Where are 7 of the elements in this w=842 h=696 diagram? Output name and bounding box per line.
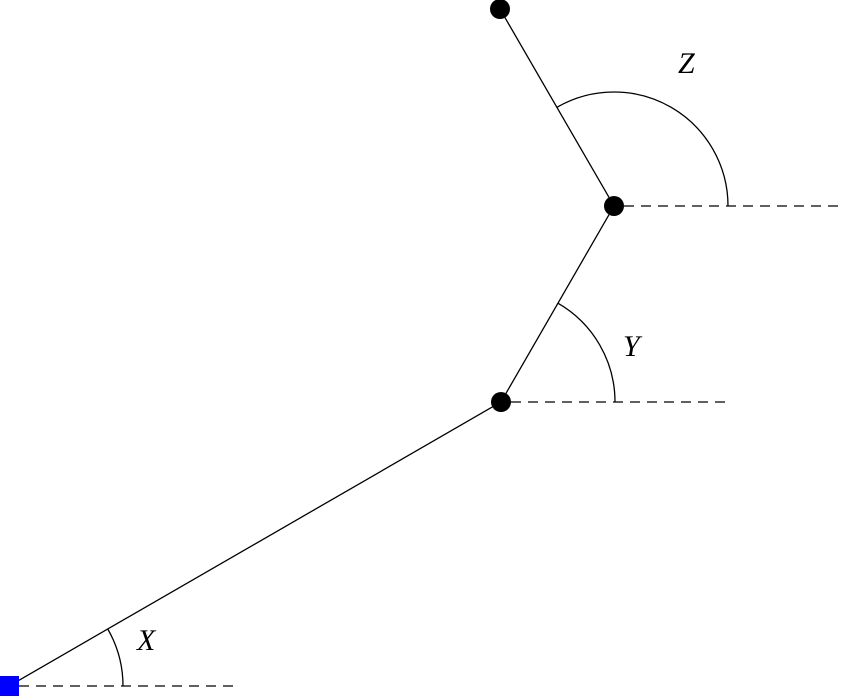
link-segment (505, 214, 610, 394)
angle-label: Y (623, 332, 640, 362)
link-segment (17, 406, 493, 682)
link-segment (504, 17, 610, 198)
angle-label: X (137, 626, 156, 656)
angle-label: Z (678, 49, 695, 79)
base-square (0, 676, 19, 696)
